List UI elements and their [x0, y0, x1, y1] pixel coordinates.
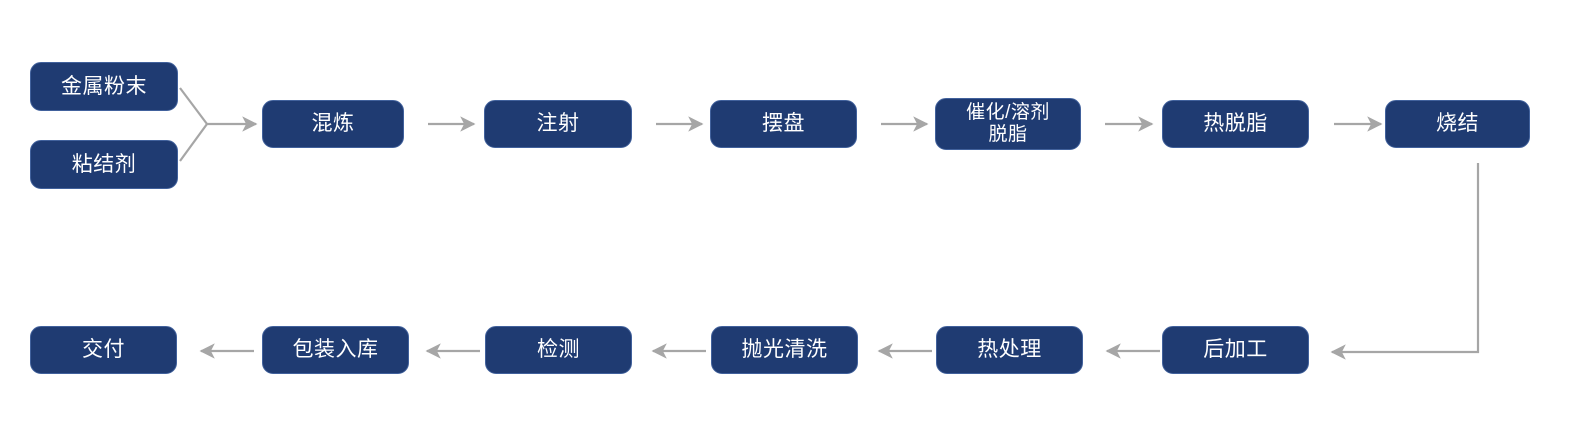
- node-post-processing[interactable]: 后加工: [1162, 326, 1309, 374]
- node-metal-powder[interactable]: 金属粉末: [30, 62, 178, 111]
- node-sintering[interactable]: 烧结: [1385, 100, 1530, 148]
- node-sintering-label: 烧结: [1436, 112, 1479, 136]
- node-polishing-cleaning-label: 抛光清洗: [741, 338, 828, 362]
- node-binder-label: 粘结剂: [71, 152, 137, 176]
- node-inspection[interactable]: 检测: [485, 326, 632, 374]
- node-packaging-warehousing[interactable]: 包装入库: [262, 326, 409, 374]
- node-delivery-label: 交付: [82, 338, 125, 362]
- node-heat-treatment[interactable]: 热处理: [936, 326, 1083, 374]
- node-mixing[interactable]: 混炼: [262, 100, 404, 148]
- node-mixing-label: 混炼: [311, 112, 355, 136]
- node-injection-label: 注射: [536, 112, 580, 136]
- node-polishing-cleaning[interactable]: 抛光清洗: [711, 326, 858, 374]
- node-catalytic-solvent-debinding[interactable]: 催化/溶剂 脱脂: [935, 98, 1081, 150]
- node-thermal-debinding-label: 热脱脂: [1203, 112, 1268, 136]
- node-packaging-warehousing-label: 包装入库: [292, 338, 379, 362]
- node-post-processing-label: 后加工: [1203, 338, 1268, 362]
- node-delivery[interactable]: 交付: [30, 326, 177, 374]
- node-injection[interactable]: 注射: [484, 100, 632, 148]
- node-tray-placement[interactable]: 摆盘: [710, 100, 857, 148]
- node-heat-treatment-label: 热处理: [977, 338, 1042, 362]
- node-tray-placement-label: 摆盘: [762, 112, 805, 136]
- node-metal-powder-label: 金属粉末: [61, 74, 147, 98]
- node-catalytic-solvent-debinding-label: 催化/溶剂 脱脂: [966, 101, 1050, 145]
- connector-sintering-to-post-processing: [1330, 163, 1480, 360]
- connector-inputs-to-mixing: [179, 87, 258, 162]
- node-binder[interactable]: 粘结剂: [30, 140, 178, 189]
- node-thermal-debinding[interactable]: 热脱脂: [1162, 100, 1309, 148]
- node-inspection-label: 检测: [537, 338, 580, 362]
